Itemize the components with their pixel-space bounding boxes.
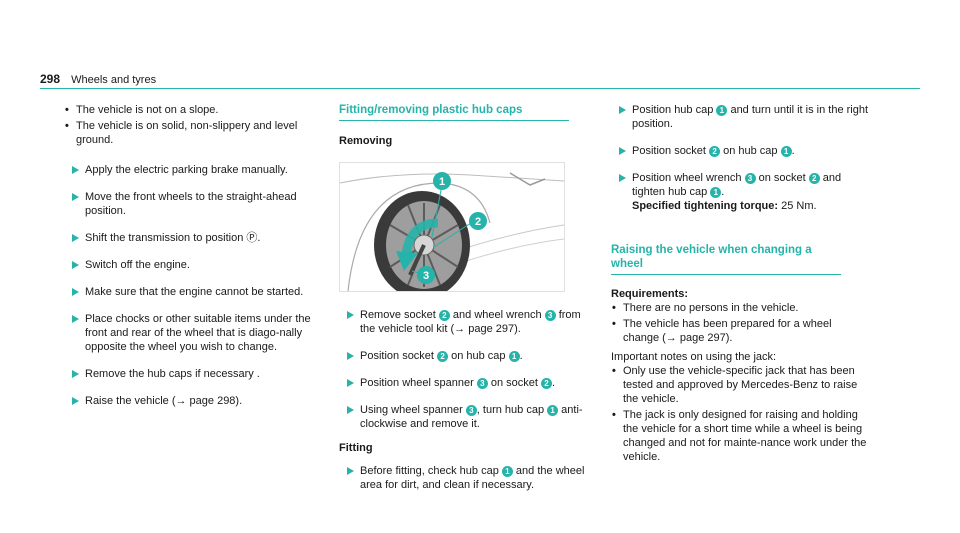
- precondition-bullet: The vehicle is on solid, non-slippery an…: [64, 119, 332, 147]
- requirement-bullet: There are no persons in the vehicle.: [611, 301, 869, 315]
- instruction-step: Before fitting, check hub cap 1 and the …: [339, 464, 595, 492]
- step-arrow-icon: [347, 467, 354, 475]
- instruction-step: Position socket 2 on hub cap 1.: [611, 144, 869, 158]
- step-arrow-icon: [347, 379, 354, 387]
- instruction-step: Remove the hub caps if necessary .: [64, 367, 332, 381]
- column-1: The vehicle is not on a slope. The vehic…: [64, 103, 332, 408]
- torque-label: Specified tightening torque:: [632, 200, 779, 212]
- step-arrow-icon: [619, 174, 626, 182]
- callout-number: 2: [541, 378, 552, 389]
- svg-text:1: 1: [439, 176, 445, 188]
- step-arrow-icon: [72, 166, 79, 174]
- callout-number: 1: [501, 466, 513, 477]
- page-title: Wheels and tyres: [71, 74, 157, 86]
- hub-cap-illustration: 1 2 3: [339, 162, 565, 292]
- callout-number: 1: [710, 187, 722, 198]
- callout-number: 2: [437, 351, 449, 362]
- instruction-step: Apply the electric parking brake manuall…: [64, 163, 332, 177]
- callout-number: 1: [547, 405, 559, 416]
- step-arrow-icon: [619, 106, 626, 114]
- column-2: Fitting/removing plastic hub caps Removi…: [339, 103, 595, 492]
- step-arrow-icon: [72, 261, 79, 269]
- step-arrow-icon: [619, 147, 626, 155]
- callout-number: 1: [780, 146, 792, 157]
- callout-3: 3: [411, 266, 435, 284]
- requirements-heading: Requirements:: [611, 288, 689, 300]
- header-rule: [40, 88, 920, 89]
- page-header: 298 Wheels and tyres: [40, 72, 920, 89]
- callout-number: 2: [438, 310, 450, 321]
- page-number: 298: [40, 72, 61, 86]
- instruction-step: Position socket 2 on hub cap 1.: [339, 349, 595, 363]
- jack-intro: Important notes on using the jack:: [611, 351, 777, 363]
- step-arrow-icon: [347, 406, 354, 414]
- jack-note-bullet: The jack is only designed for raising an…: [611, 408, 869, 464]
- instruction-step: Using wheel spanner 3, turn hub cap 1 an…: [339, 403, 595, 431]
- instruction-step: Remove socket 2 and wheel wrench 3 from …: [339, 308, 595, 336]
- requirement-bullet: The vehicle has been prepared for a whee…: [611, 317, 869, 345]
- callout-number: 3: [465, 405, 477, 416]
- instruction-step: Raise the vehicle (→ page 298).: [64, 394, 332, 408]
- instruction-step: Place chocks or other suitable items und…: [64, 312, 332, 354]
- step-arrow-icon: [72, 315, 79, 323]
- callout-number: 3: [544, 310, 556, 321]
- step-arrow-icon: [72, 234, 79, 242]
- instruction-step: Position hub cap 1 and turn until it is …: [611, 103, 869, 131]
- instruction-step: Switch off the engine.: [64, 258, 332, 272]
- jack-note-bullet: Only use the vehicle-specific jack that …: [611, 364, 869, 406]
- callout-number: 2: [808, 173, 820, 184]
- callout-2: 2: [433, 212, 487, 248]
- svg-text:2: 2: [475, 216, 481, 228]
- step-arrow-icon: [72, 370, 79, 378]
- section-title-raising: Raising the vehicle when changing a whee…: [611, 243, 841, 275]
- callout-number: 3: [476, 378, 488, 389]
- step-arrow-icon: [72, 288, 79, 296]
- callout-number: 1: [508, 351, 520, 362]
- column-3: Position hub cap 1 and turn until it is …: [611, 103, 869, 466]
- fitting-heading: Fitting: [339, 442, 373, 454]
- step-arrow-icon: [72, 193, 79, 201]
- precondition-bullet: The vehicle is not on a slope.: [64, 103, 332, 117]
- step-arrow-icon: [347, 311, 354, 319]
- instruction-step: Move the front wheels to the straight-ah…: [64, 190, 332, 218]
- removing-heading: Removing: [339, 135, 393, 147]
- instruction-step: Make sure that the engine cannot be star…: [64, 285, 332, 299]
- callout-1: 1: [431, 172, 451, 238]
- step-arrow-icon: [347, 352, 354, 360]
- callout-number: 2: [709, 146, 721, 157]
- instruction-step: Position wheel spanner 3 on socket 2.: [339, 376, 595, 390]
- step-arrow-icon: [72, 397, 79, 405]
- svg-text:3: 3: [423, 270, 429, 282]
- instruction-step: Shift the transmission to position Ⓟ.: [64, 231, 332, 245]
- torque-value: 25 Nm.: [778, 200, 817, 212]
- instruction-step: Position wheel wrench 3 on socket 2 and …: [611, 171, 869, 213]
- callout-number: 1: [716, 105, 728, 116]
- section-title-hub-caps: Fitting/removing plastic hub caps: [339, 103, 569, 121]
- callout-number: 3: [744, 173, 756, 184]
